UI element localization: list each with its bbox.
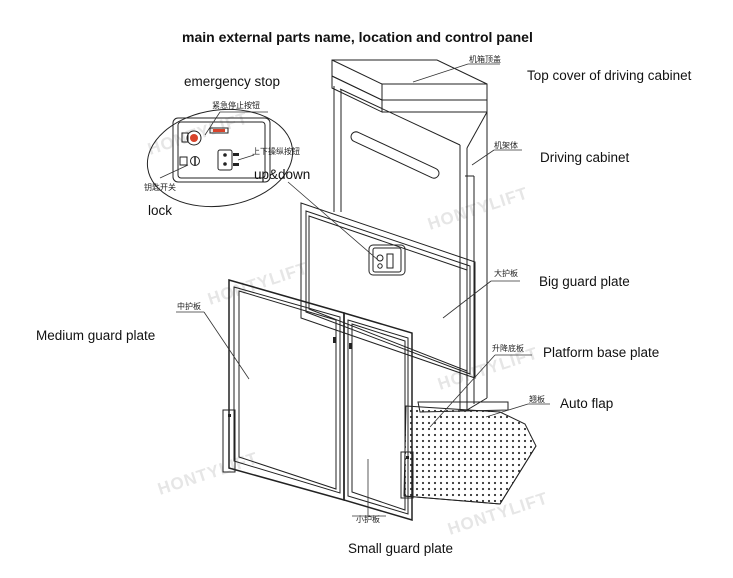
- auto-flap-label: Auto flap: [560, 396, 613, 411]
- watermark-4: HONTYLIFT: [435, 343, 540, 393]
- lock-label-zh: 钥匙开关: [144, 182, 176, 192]
- emergency-stop-label: emergency stop: [184, 74, 280, 89]
- platform-base-label: Platform base plate: [543, 345, 659, 360]
- watermark-5: HONTYLIFT: [155, 448, 260, 498]
- auto-flap-label-zh: 翘板: [529, 394, 545, 404]
- medium-guard-label: Medium guard plate: [36, 328, 155, 343]
- big-guard-plate: [300, 202, 476, 379]
- leader-lines: [159, 63, 550, 517]
- diagram-title: main external parts name, location and c…: [182, 29, 533, 45]
- small-guard-label-zh: 小护板: [356, 514, 380, 524]
- control-panel-small: [368, 244, 406, 276]
- control-panel-detail: [146, 108, 379, 261]
- driving-cabinet-label: Driving cabinet: [540, 150, 630, 165]
- top-cover-label: Top cover of driving cabinet: [527, 68, 692, 83]
- watermark-3: HONTYLIFT: [205, 258, 310, 308]
- watermark-2: HONTYLIFT: [425, 183, 530, 233]
- top-cover-label-zh: 机箱顶盖: [469, 54, 501, 64]
- up-button-icon: [223, 153, 227, 157]
- platform-base-label-zh: 升降底板: [492, 343, 524, 353]
- big-guard-label-zh: 大护板: [494, 268, 518, 278]
- up-down-label-zh: 上下操纵按钮: [252, 146, 300, 156]
- lock-label: lock: [148, 203, 172, 218]
- up-down-label: up&down: [254, 167, 310, 182]
- down-button-icon: [223, 162, 227, 166]
- medium-guard-label-zh: 中护板: [177, 301, 201, 311]
- driving-cabinet: [331, 59, 488, 411]
- driving-cabinet-label-zh: 机架体: [494, 140, 518, 150]
- big-guard-label: Big guard plate: [539, 274, 630, 289]
- emergency-stop-label-zh: 紧急停止按钮: [212, 100, 260, 110]
- small-guard-label: Small guard plate: [348, 541, 453, 556]
- medium-guard-plate: [222, 279, 414, 522]
- platform-base: [403, 401, 537, 505]
- labels: 机箱顶盖 Top cover of driving cabinet 机架体 Dr…: [36, 54, 692, 556]
